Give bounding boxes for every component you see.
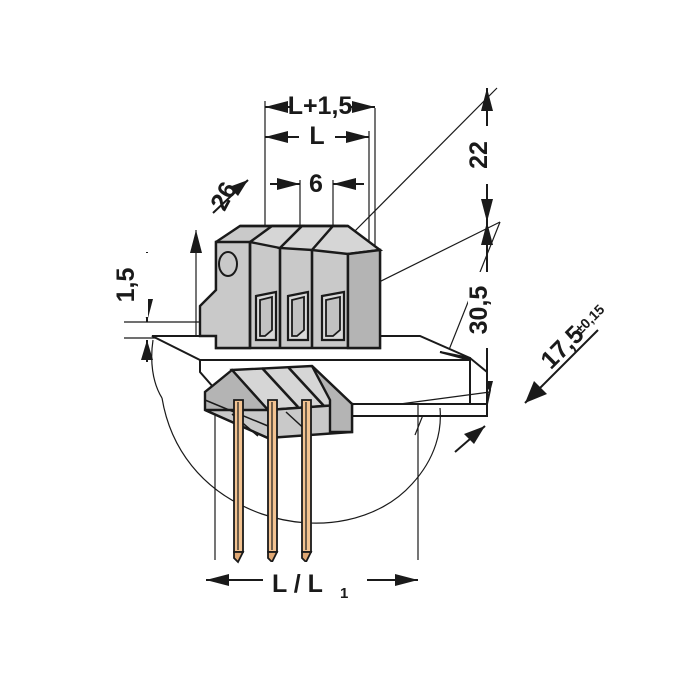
solder-pin	[233, 399, 245, 564]
solder-pin	[301, 399, 313, 564]
dimension-label-22: 22	[465, 141, 493, 169]
dimension-22: 22	[465, 88, 504, 222]
housing-opening	[254, 290, 278, 342]
mounting-hole-icon	[218, 251, 238, 277]
connector-housing	[198, 224, 384, 350]
dimension-l-plus-1-5: L+1,5	[265, 92, 375, 120]
dimension-label-1-5: 1,5	[112, 268, 140, 303]
dimension-label-pitch: 6	[309, 170, 323, 198]
leader-arrow-panel-thickness	[454, 425, 486, 453]
dimension-label-l-l1: L / L	[272, 570, 323, 598]
housing-opening	[286, 290, 310, 342]
dimension-label-30-5: 30,5	[465, 286, 493, 335]
dimension-label-l: L	[309, 122, 324, 150]
dimension-label-l-plus-1-5: L+1,5	[288, 92, 353, 120]
dimension-pitch-6: 6	[270, 169, 364, 198]
solder-pin	[267, 399, 279, 564]
dimension-l: L	[265, 122, 369, 150]
housing-opening	[320, 290, 346, 342]
dimension-label-l1-subscript: 1	[340, 585, 348, 602]
leader-arrow-housing-top	[190, 230, 202, 336]
dimension-l-l1: L / L 1	[206, 562, 418, 602]
